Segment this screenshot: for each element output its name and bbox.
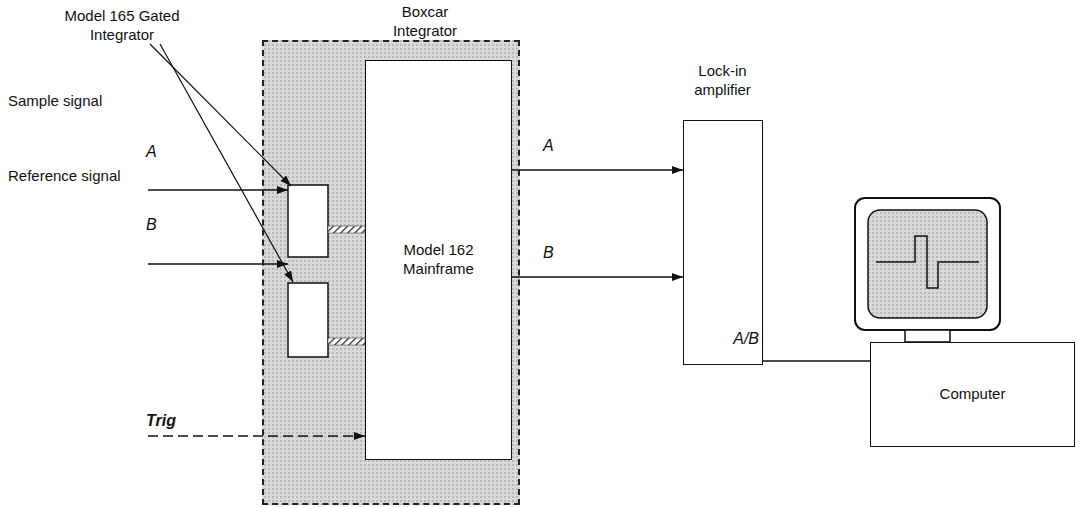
input-arrow — [148, 263, 288, 265]
edge-label: B — [543, 243, 554, 262]
pulse-trace — [876, 236, 979, 288]
hatched-link — [328, 338, 365, 345]
signal-name: Sample signal — [8, 91, 102, 110]
connector — [763, 361, 870, 362]
monitor-frame — [855, 198, 1000, 330]
boxcar-region: Boxcar IntegratorModel 162 Mainframe — [262, 40, 520, 505]
signal-letter: A — [146, 142, 157, 161]
box-heading: Lock-in amplifier — [673, 61, 773, 99]
lock-in-box: Lock-in amplifierA/B — [683, 120, 763, 365]
signal-line — [512, 276, 683, 278]
output-label: A/B — [733, 329, 759, 348]
trigger-arrow — [148, 435, 365, 437]
hatched-link — [328, 226, 365, 233]
monitor-screen — [868, 210, 987, 318]
trigger-label: Trig — [146, 411, 176, 430]
signal-line — [512, 169, 683, 171]
gated-integrator-box — [288, 283, 328, 357]
box-label: Model 162 Mainframe — [392, 240, 485, 278]
signal-letter: B — [146, 215, 157, 234]
connector — [512, 170, 683, 171]
computer-box: Computer — [870, 342, 1075, 447]
region-heading: Boxcar Integrator — [375, 2, 475, 40]
monitor-stand — [905, 330, 950, 342]
leader-arrow — [160, 44, 293, 282]
mainframe-box: Model 162 Mainframe — [365, 60, 512, 460]
edge-label: A — [543, 136, 554, 155]
leader-arrow — [150, 44, 291, 186]
callout-label: Model 165 Gated Integrator — [52, 6, 192, 44]
signal-name: Reference signal — [8, 166, 121, 185]
input-arrow — [148, 189, 288, 191]
connector — [512, 277, 683, 278]
gated-integrator-box — [288, 185, 328, 257]
box-label: Computer — [877, 384, 1068, 403]
signal-line — [763, 360, 870, 362]
